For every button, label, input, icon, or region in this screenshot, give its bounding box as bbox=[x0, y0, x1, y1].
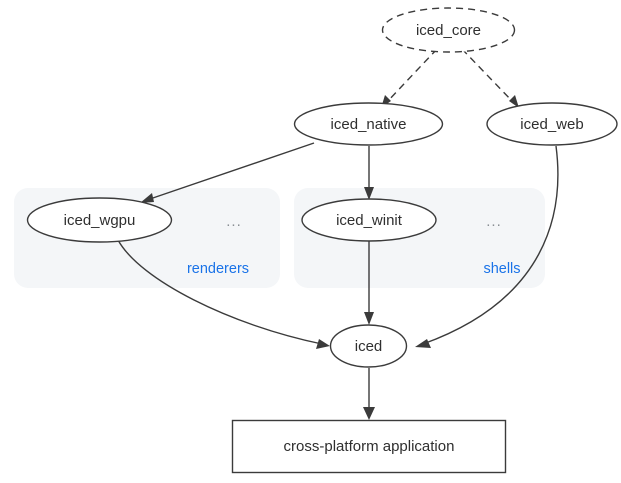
node-iced-wgpu-shape bbox=[26, 197, 173, 243]
edge-iced-wgpu-to-iced bbox=[117, 239, 323, 345]
node-iced-web[interactable]: iced_web bbox=[486, 102, 618, 146]
node-iced-web-label: iced_web bbox=[520, 116, 583, 133]
node-iced-wgpu[interactable]: iced_wgpu bbox=[26, 197, 173, 243]
node-iced-shape bbox=[329, 324, 408, 368]
node-iced-core-label: iced_core bbox=[416, 22, 481, 39]
node-iced-winit-shape bbox=[301, 198, 437, 242]
node-iced-core[interactable]: iced_core bbox=[381, 7, 516, 53]
edge-iced-core-to-iced-native bbox=[385, 48, 438, 104]
node-iced-web-shape bbox=[486, 102, 618, 146]
node-iced-winit[interactable]: iced_winit bbox=[301, 198, 437, 242]
cluster-renderers-ellipsis: ... bbox=[226, 213, 242, 230]
cluster-shells-label: shells bbox=[483, 261, 520, 277]
node-iced[interactable]: iced bbox=[329, 324, 408, 368]
arrowhead-iced-to-application bbox=[363, 407, 375, 420]
node-iced-winit-label: iced_winit bbox=[336, 212, 403, 229]
node-application[interactable]: cross-platform application bbox=[231, 419, 507, 474]
node-iced-native[interactable]: iced_native bbox=[293, 102, 444, 146]
node-iced-wgpu-label: iced_wgpu bbox=[64, 212, 136, 229]
node-iced-native-shape bbox=[293, 102, 444, 146]
node-application-shape bbox=[231, 419, 507, 474]
node-iced-label: iced bbox=[355, 338, 383, 355]
node-iced-native-label: iced_native bbox=[331, 116, 407, 133]
arrowhead-iced-wgpu-to-iced bbox=[316, 339, 330, 349]
arrowhead-iced-native-to-iced-winit bbox=[364, 187, 374, 200]
edge-iced-native-to-iced-wgpu bbox=[146, 142, 315, 201]
node-application-label: cross-platform application bbox=[284, 438, 455, 455]
arrowhead-iced-winit-to-iced bbox=[364, 312, 374, 325]
edge-iced-web-to-iced bbox=[422, 145, 559, 345]
arrowhead-iced-web-to-iced bbox=[415, 339, 431, 348]
arrowhead-iced-native-to-iced-wgpu bbox=[140, 193, 154, 203]
node-iced-core-shape bbox=[381, 7, 516, 53]
edge-iced-core-to-iced-web bbox=[461, 48, 515, 104]
cluster-renderers-label: renderers bbox=[187, 261, 249, 277]
arrowhead-iced-core-to-iced-web bbox=[509, 95, 519, 108]
cluster-shells-ellipsis: ... bbox=[486, 213, 502, 230]
